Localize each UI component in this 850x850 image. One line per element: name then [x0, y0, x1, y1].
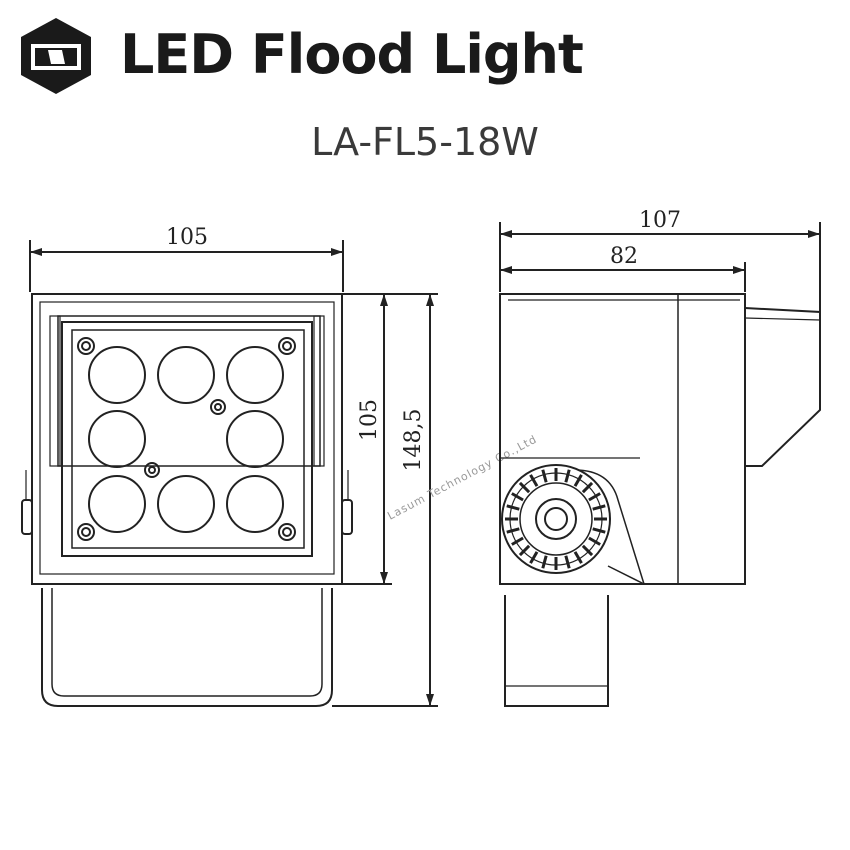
- lens-frame: [61, 321, 313, 557]
- gear-tooth: [588, 536, 601, 546]
- side-housing: [499, 293, 746, 585]
- side-view: 107 82: [499, 208, 821, 707]
- front-view: 105: [21, 225, 438, 707]
- gear-tooth: [506, 527, 520, 534]
- led-lens-array: [88, 346, 284, 533]
- gear-tooth: [564, 555, 571, 569]
- corner-screws: [77, 337, 296, 541]
- front-width-label: 105: [166, 225, 208, 250]
- gear-tooth: [529, 474, 539, 487]
- page-title: LED Flood Light: [120, 23, 584, 86]
- front-housing: [31, 293, 343, 585]
- side-total-depth-label: 107: [639, 208, 681, 233]
- gear-tooth: [511, 492, 524, 502]
- gear-tooth: [592, 527, 606, 534]
- gear-tooth: [541, 469, 548, 483]
- gear-tooth: [581, 481, 594, 494]
- front-total-height-label: 148,5: [401, 409, 426, 472]
- hexagon-lamp-logo-icon: [21, 18, 91, 94]
- gear-tooth: [588, 492, 601, 502]
- gear-tooth: [592, 504, 606, 511]
- gear-tooth: [564, 469, 571, 483]
- front-width-dimension-lines: [29, 240, 344, 292]
- front-bracket: [41, 588, 333, 707]
- side-depth-dimension-lines: [499, 222, 821, 312]
- gear-tooth: [506, 504, 520, 511]
- side-body-depth-label: 82: [610, 244, 638, 269]
- gear-tooth: [581, 544, 594, 557]
- gear-tooth: [573, 551, 583, 564]
- side-visor: [744, 307, 821, 467]
- model-number: LA-FL5-18W: [311, 120, 539, 164]
- side-bracket: [504, 595, 609, 707]
- gear-tooth: [518, 481, 531, 494]
- front-head-height-label: 105: [357, 399, 382, 441]
- pivot-gear: [501, 464, 611, 574]
- gear-tooth: [573, 474, 583, 487]
- gear-tooth: [529, 551, 539, 564]
- gear-tooth: [541, 555, 548, 569]
- gear-tooth: [511, 536, 524, 546]
- gear-tooth: [518, 544, 531, 557]
- front-height-dimension-lines: [332, 293, 438, 707]
